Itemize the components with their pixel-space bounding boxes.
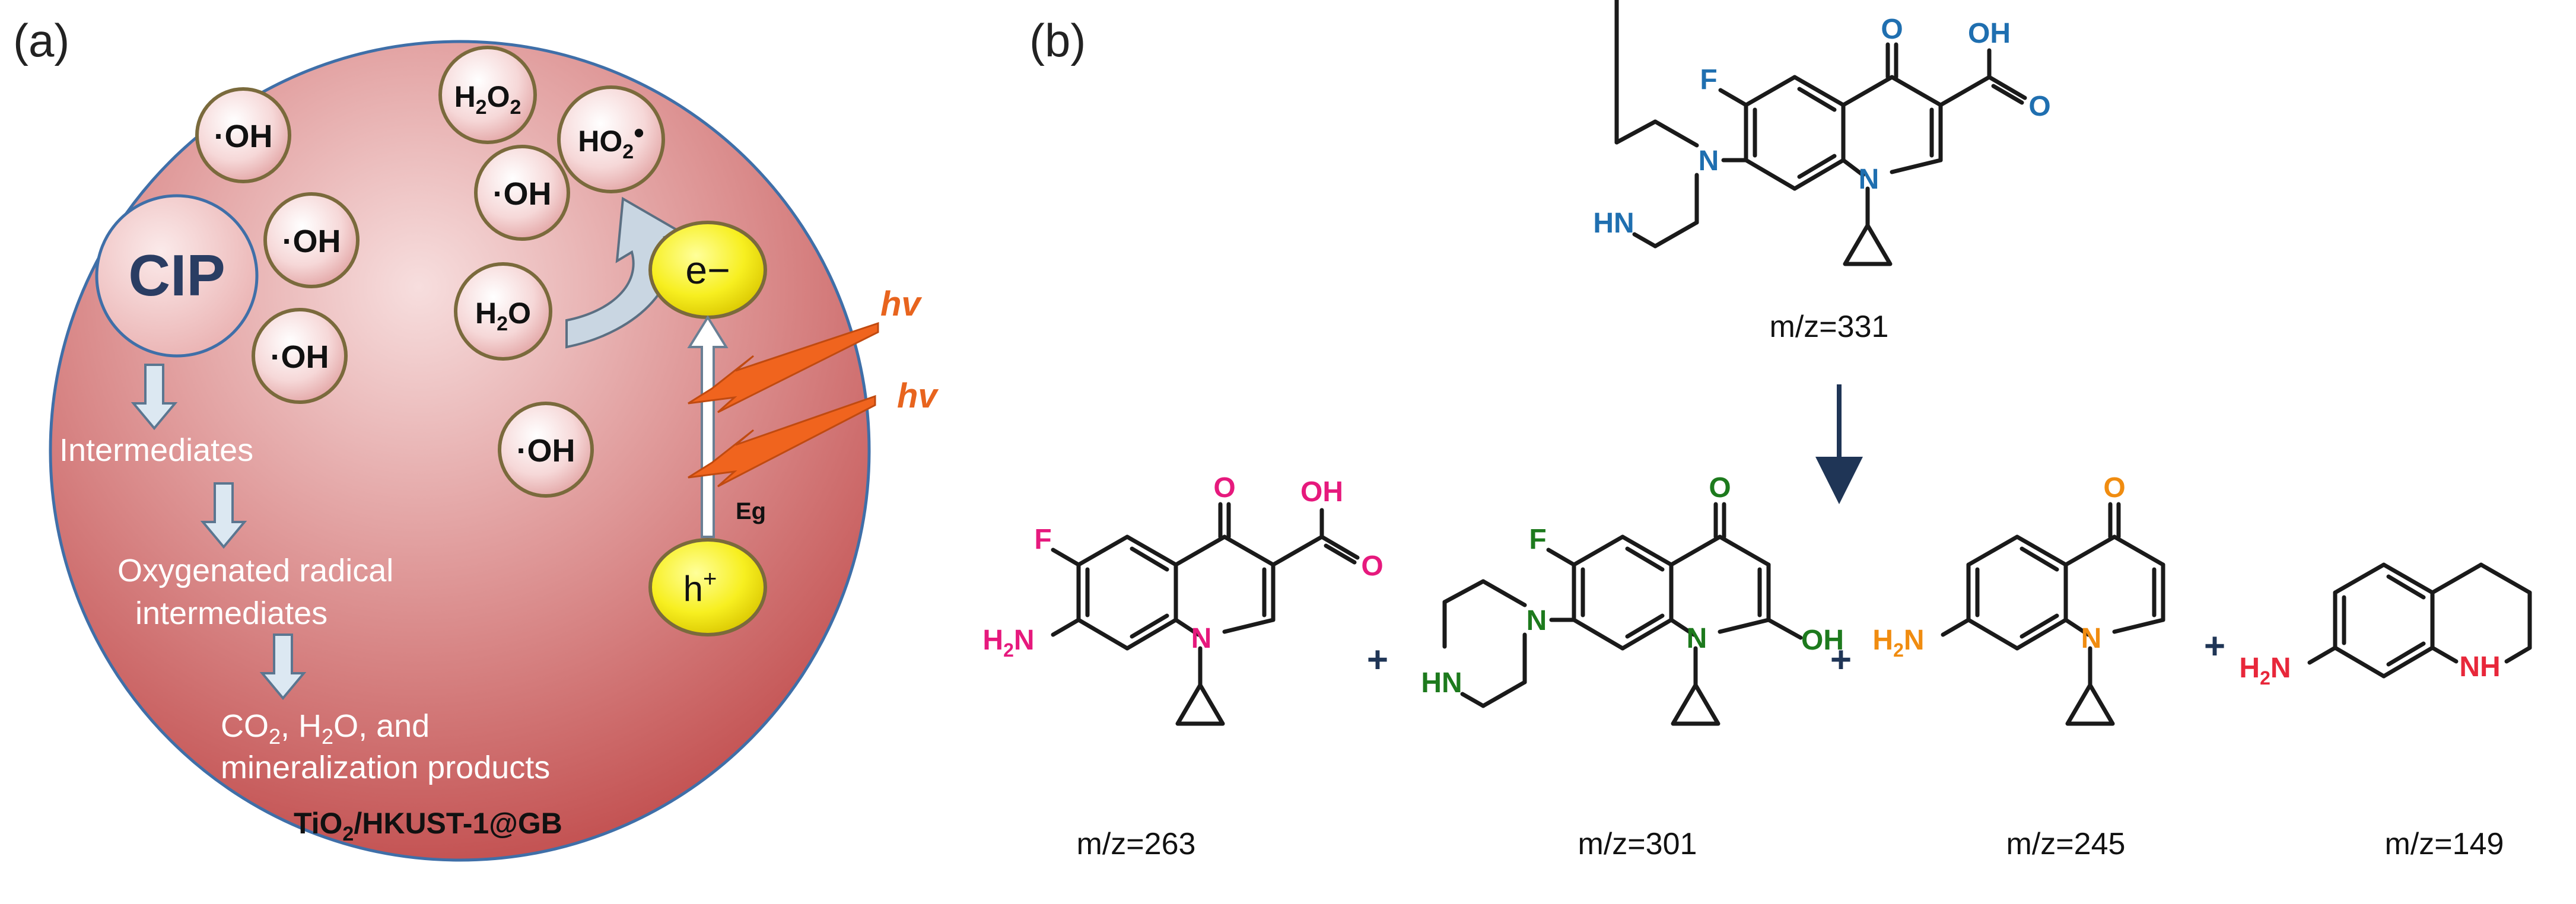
- oh-bubble: [498, 402, 594, 498]
- panel-b-label: (b): [1029, 14, 1086, 66]
- svg-text:HN: HN: [1421, 667, 1462, 699]
- svg-text:F: F: [1529, 524, 1546, 555]
- pathway-arrows: [131, 364, 307, 701]
- product-263-mz: m/z=263: [1077, 827, 1196, 861]
- band-gap-label: Eg: [736, 498, 766, 524]
- oh-bubble: [195, 87, 291, 183]
- step-oxygenated-radical: Oxygenated radical: [117, 553, 393, 588]
- ho2-bubble: [557, 85, 665, 193]
- step-products-line1: CO2, H2O, and: [221, 708, 430, 749]
- svg-text:NH: NH: [2459, 651, 2500, 683]
- svg-text:OH: OH: [1801, 625, 1844, 656]
- parent-molecule-atoms: F O OH O N N HN: [1593, 14, 2050, 239]
- down-arrow-icon: [259, 634, 307, 701]
- svg-text:OH: OH: [1300, 476, 1343, 508]
- step-intermediates: Intermediates: [59, 432, 253, 468]
- oh-label: ·OH: [271, 339, 329, 375]
- cip-bubble: [95, 194, 259, 358]
- oh-label: ·OH: [214, 119, 273, 154]
- down-arrow-icon: [131, 364, 178, 431]
- hole-label: h+: [683, 566, 717, 609]
- plus-sign: +: [2204, 626, 2225, 667]
- h2o-bubble: [454, 262, 552, 361]
- svg-text:F: F: [1700, 64, 1717, 96]
- parent-mz: m/z=331: [1770, 310, 1889, 344]
- svg-text:O: O: [2028, 91, 2050, 122]
- oh-bubble: [474, 145, 570, 241]
- svg-text:F: F: [1034, 524, 1051, 555]
- panel-a-label: (a): [13, 14, 69, 66]
- electron-label: e−: [685, 248, 730, 292]
- svg-text:N: N: [1699, 145, 1719, 177]
- oh-bubble: [252, 308, 348, 404]
- step-products-line2: mineralization products: [221, 750, 550, 785]
- amine-label: H2N: [2239, 652, 2291, 689]
- parent-molecule: [1614, 0, 2027, 266]
- light-bolt-icon: [688, 394, 876, 488]
- product-149: NH H2N m/z=149: [2239, 562, 2532, 861]
- svg-text:O: O: [1709, 472, 1731, 504]
- h2o2-bubble: [438, 46, 537, 144]
- product-263: F O OH O N H2N m/z=263: [982, 472, 1383, 861]
- product-245-mz: m/z=245: [2006, 827, 2126, 861]
- oh-label: ·OH: [517, 433, 575, 469]
- product-245: O N H2N m/z=245: [1872, 472, 2165, 861]
- product-149-mz: m/z=149: [2385, 827, 2504, 861]
- svg-text:HN: HN: [1593, 208, 1634, 239]
- h2o-label: H2O: [475, 297, 531, 335]
- product-301: F O N N OH HN m/z=301: [1421, 472, 1844, 861]
- hv-label: hv: [880, 285, 922, 323]
- product-301-mz: m/z=301: [1578, 827, 1697, 861]
- amine-label: H2N: [982, 625, 1034, 661]
- oh-label: ·OH: [282, 224, 341, 259]
- oh-bubble: [263, 192, 360, 288]
- h2o2-label: H2O2: [454, 80, 521, 119]
- plus-sign: +: [1367, 639, 1388, 680]
- light-bolt-icon: [688, 322, 879, 413]
- svg-text:N: N: [1526, 605, 1547, 636]
- cip-label: CIP: [128, 243, 225, 308]
- svg-text:N: N: [1859, 164, 1879, 195]
- catalyst-label: TiO2/HKUST-1@GB: [294, 807, 562, 845]
- step-radical-intermediates: intermediates: [135, 596, 327, 631]
- ho2-label: HO2•: [578, 116, 644, 163]
- svg-text:O: O: [1213, 472, 1235, 504]
- band-gap-arrow: [687, 315, 729, 538]
- svg-text:N: N: [1687, 623, 1707, 654]
- svg-text:N: N: [1191, 623, 1212, 654]
- panel-b: (b): [982, 0, 2532, 861]
- hv-label: hv: [897, 377, 939, 415]
- hole-bubble: [648, 538, 767, 636]
- amine-label: H2N: [1872, 625, 1924, 661]
- svg-text:O: O: [2103, 472, 2125, 504]
- panel-a: (a) CIP ·OH ·OH ·OH ·OH ·OH H2O2 HO2•: [13, 14, 939, 862]
- plus-sign: +: [1830, 639, 1852, 680]
- hydroxyl-radicals: ·OH ·OH ·OH ·OH ·OH: [195, 87, 594, 498]
- svg-text:O: O: [1881, 14, 1903, 45]
- svg-text:N: N: [2081, 623, 2102, 654]
- down-arrow-icon: [200, 482, 247, 549]
- svg-text:O: O: [1361, 550, 1383, 582]
- svg-text:OH: OH: [1968, 18, 2011, 49]
- oh-label: ·OH: [493, 176, 552, 212]
